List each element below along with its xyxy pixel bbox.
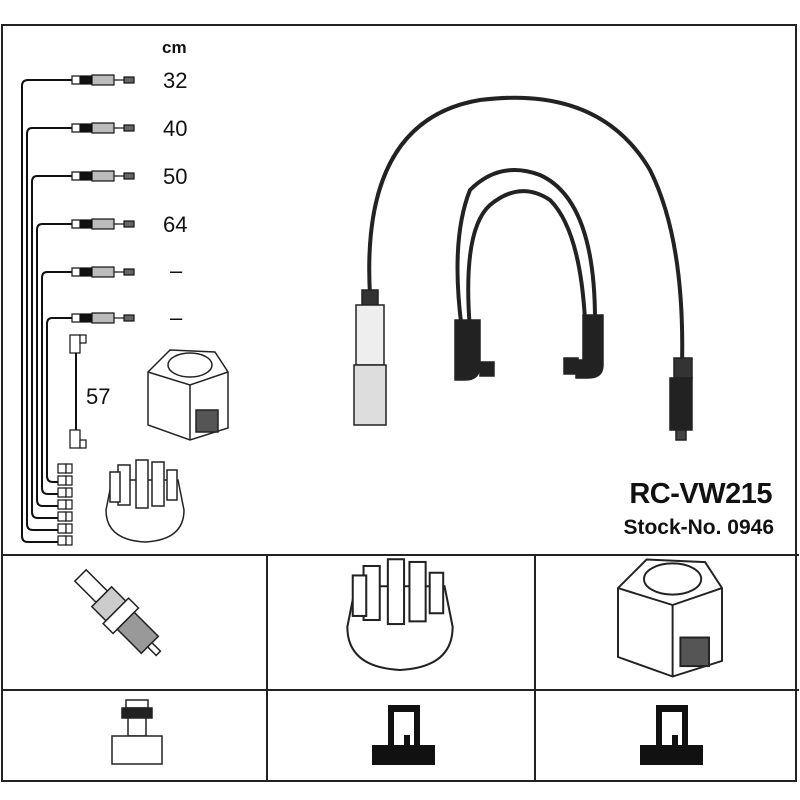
length-label: 40 [163, 116, 188, 141]
length-label: – [170, 305, 183, 330]
wire-schematic [21, 79, 77, 543]
divider [1, 689, 799, 691]
length-label: – [170, 258, 183, 283]
unit-label: cm [162, 38, 187, 57]
divider [534, 555, 536, 782]
length-label: 32 [163, 68, 188, 93]
distributor-cap-icon [346, 558, 454, 671]
coil-terminal-icon [640, 705, 703, 765]
ignition-coil-icon [147, 349, 229, 441]
spark-plug-terminal-icon [111, 699, 163, 765]
cable-set-illustration [367, 95, 685, 366]
length-label: 64 [163, 212, 188, 237]
length-label: 50 [163, 164, 188, 189]
diagram-frame [1, 24, 797, 782]
coil-lead-length: 57 [86, 384, 111, 409]
divider [1, 554, 799, 556]
spark-plug-icon [73, 568, 162, 657]
product-code: RC-VW215 [629, 478, 772, 510]
cable-boots [353, 289, 693, 441]
distributor-cap-icon [105, 459, 185, 543]
stock-number: Stock-No. 0946 [623, 516, 774, 539]
ignition-coil-icon [617, 558, 723, 678]
connector-icons [57, 74, 135, 546]
divider [266, 555, 268, 782]
cap-terminal-icon [372, 705, 435, 765]
